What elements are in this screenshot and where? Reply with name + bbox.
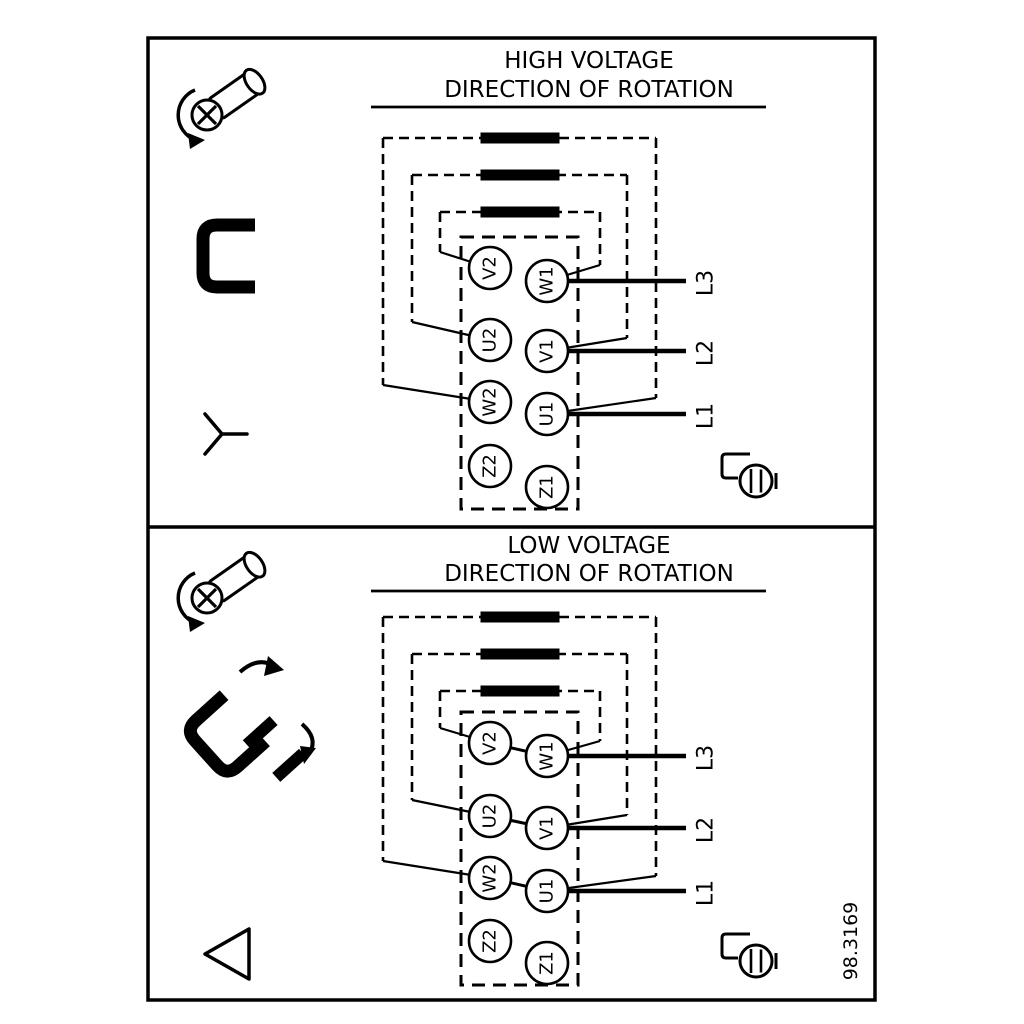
terminal-Z2-hv bbox=[467, 443, 513, 489]
terminal-Z1-lv bbox=[524, 940, 570, 986]
terminal-label: V1 bbox=[537, 339, 558, 363]
terminal-label: U1 bbox=[537, 402, 558, 427]
terminal-label: Z1 bbox=[537, 475, 558, 499]
supply-label-L3: L3 bbox=[694, 270, 719, 296]
screwdriver-rotation-icon bbox=[176, 546, 271, 634]
jumper-links-spread-icon bbox=[185, 656, 316, 782]
supply-label-L1: L1 bbox=[694, 880, 719, 906]
terminal-label: W1 bbox=[537, 266, 558, 295]
ground-screw-icon bbox=[720, 932, 778, 979]
terminal-W2-lv bbox=[467, 855, 513, 901]
terminal-V2-lv bbox=[467, 720, 513, 766]
panel-title: HIGH VOLTAGE bbox=[504, 48, 674, 74]
delta-symbol-icon bbox=[203, 927, 251, 981]
terminal-Z1-hv bbox=[524, 464, 570, 510]
terminal-V1-lv bbox=[524, 805, 570, 851]
terminal-label: W2 bbox=[480, 863, 501, 892]
terminal-box bbox=[459, 235, 580, 511]
terminal-label: U1 bbox=[537, 879, 558, 904]
terminal-label: Z2 bbox=[480, 929, 501, 953]
terminal-box bbox=[459, 710, 580, 987]
panel-subtitle: DIRECTION OF ROTATION bbox=[444, 77, 734, 103]
supply-lines bbox=[568, 753, 686, 894]
terminal-label: W2 bbox=[480, 387, 501, 416]
terminal-U1-hv bbox=[524, 391, 570, 437]
ground-screw-icon bbox=[720, 452, 778, 499]
terminal-U2-hv bbox=[467, 317, 513, 363]
star-symbol-icon bbox=[203, 412, 249, 456]
terminal-label: V2 bbox=[480, 731, 501, 755]
jumper-bar bbox=[480, 611, 560, 623]
terminal-label: V1 bbox=[537, 816, 558, 840]
terminal-W2-hv bbox=[467, 379, 513, 425]
panel-title: LOW VOLTAGE bbox=[507, 533, 670, 559]
terminal-label: V2 bbox=[480, 256, 501, 280]
jumper-bar bbox=[480, 206, 560, 218]
jumper-bar bbox=[480, 648, 560, 660]
terminal-W1-hv bbox=[524, 258, 570, 304]
terminal-W1-lv bbox=[524, 733, 570, 779]
terminal-U2-lv bbox=[467, 793, 513, 839]
terminals: V2 U2 W2 Z2 W1 V1 U1 Z1 bbox=[467, 720, 570, 986]
diagram-border bbox=[146, 36, 877, 1002]
part-number: 98.3169 bbox=[840, 902, 862, 981]
terminal-label: U2 bbox=[480, 328, 501, 353]
terminals: V2 U2 W2 Z2 W1 V1 U1 Z1 bbox=[467, 245, 570, 510]
supply-lines bbox=[568, 278, 686, 417]
supply-label-L3: L3 bbox=[694, 745, 719, 771]
supply-label-L2: L2 bbox=[694, 340, 719, 366]
terminal-U1-lv bbox=[524, 868, 570, 914]
terminal-label: W1 bbox=[537, 741, 558, 770]
jumper-link-icon bbox=[203, 225, 255, 287]
terminal-V2-hv bbox=[467, 245, 513, 291]
terminal-label: Z1 bbox=[537, 951, 558, 975]
terminal-label: U2 bbox=[480, 804, 501, 829]
terminal-label: Z2 bbox=[480, 454, 501, 478]
screwdriver-rotation-icon bbox=[176, 63, 271, 151]
panel-subtitle: DIRECTION OF ROTATION bbox=[444, 561, 734, 587]
jumper-bar bbox=[480, 132, 560, 144]
panel-high-voltage: HIGH VOLTAGE DIRECTION OF ROTATION bbox=[176, 48, 778, 511]
terminal-Z2-lv bbox=[467, 918, 513, 964]
panel-low-voltage: LOW VOLTAGE DIRECTION OF ROTATION bbox=[176, 533, 862, 987]
supply-label-L1: L1 bbox=[694, 403, 719, 429]
jumper-bar bbox=[480, 685, 560, 697]
supply-label-L2: L2 bbox=[694, 817, 719, 843]
terminal-V1-hv bbox=[524, 328, 570, 374]
jumper-bar bbox=[480, 169, 560, 181]
